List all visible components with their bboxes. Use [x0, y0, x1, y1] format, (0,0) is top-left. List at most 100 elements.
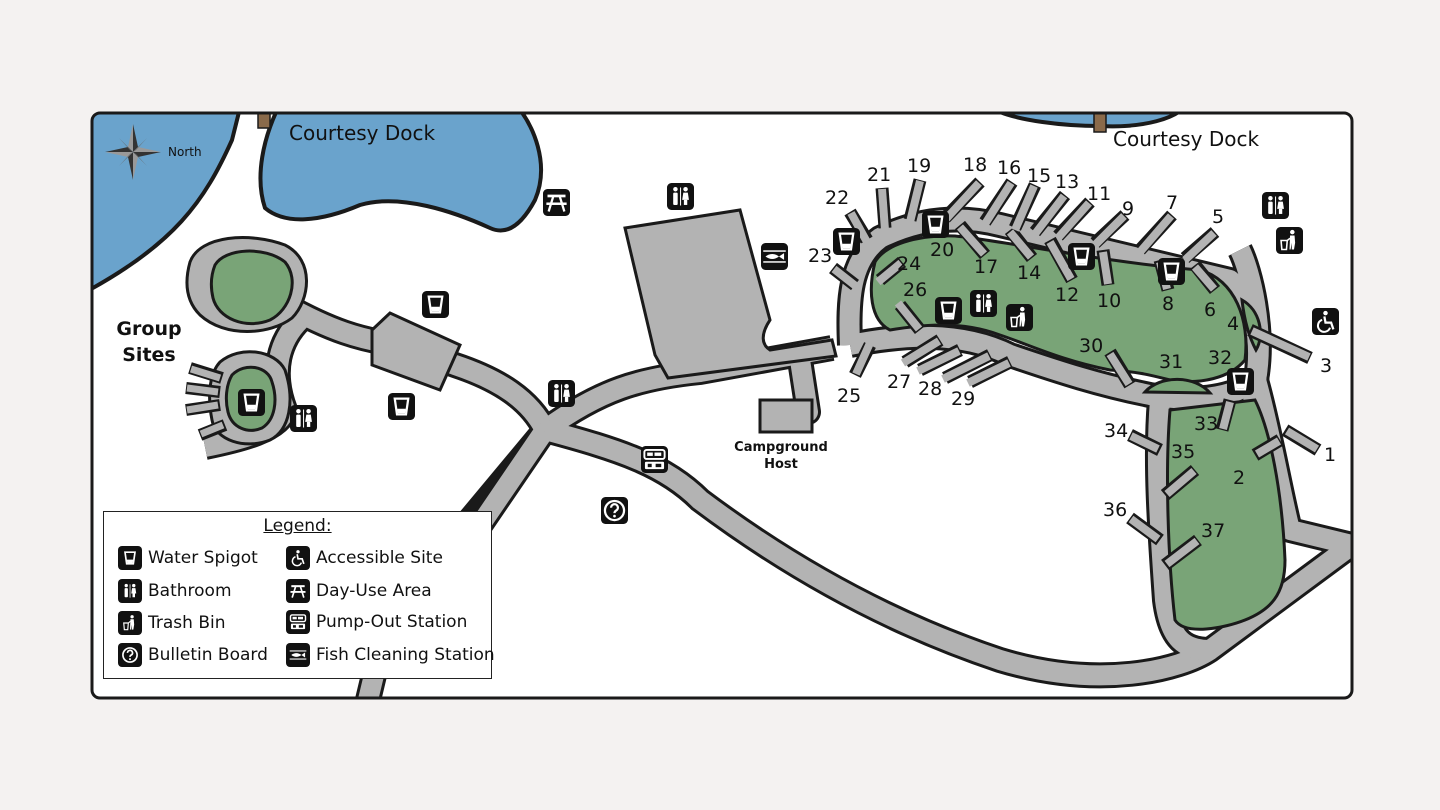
- site-number: 19: [907, 155, 931, 177]
- site-number: 18: [963, 154, 987, 176]
- site-number: 8: [1162, 293, 1174, 315]
- site-number: 5: [1212, 206, 1224, 228]
- bathroom-icon[interactable]: [548, 380, 575, 407]
- day-use-area-icon[interactable]: [543, 189, 570, 216]
- site-number: 2: [1233, 467, 1245, 489]
- trash-bin-icon: [118, 611, 142, 635]
- water-spigot-icon[interactable]: [1068, 243, 1095, 270]
- site-number: 11: [1087, 183, 1111, 205]
- bulletin-board-icon[interactable]: [601, 497, 628, 524]
- legend-label: Bulletin Board: [148, 645, 268, 665]
- legend-label: Day-Use Area: [316, 581, 432, 601]
- site-number: 29: [951, 388, 975, 410]
- fish-cleaning-station-icon[interactable]: [761, 243, 788, 270]
- group-site-grass-upper: [209, 249, 294, 326]
- fish-cleaning-station-icon: [286, 643, 310, 667]
- pump-out-station-icon: [286, 610, 310, 634]
- site-number: 24: [897, 253, 921, 275]
- bathroom-icon[interactable]: [1262, 192, 1289, 219]
- legend-item-trash-bin: Trash Bin: [118, 610, 226, 636]
- campground-host-label: Campground: [734, 440, 828, 455]
- dock-west: [257, 113, 271, 129]
- legend-label: Trash Bin: [148, 613, 226, 633]
- site-number: 17: [974, 256, 998, 278]
- bathroom-icon: [118, 579, 142, 603]
- site-number: 26: [903, 279, 927, 301]
- campground-grass-island: [1141, 377, 1214, 395]
- site-number: 9: [1122, 198, 1134, 220]
- water-spigot-icon[interactable]: [922, 211, 949, 238]
- site-number: 3: [1320, 355, 1332, 377]
- water-spigot-icon[interactable]: [1227, 368, 1254, 395]
- water-spigot-icon[interactable]: [238, 389, 265, 416]
- site-number: 20: [930, 239, 954, 261]
- water-spigot-icon[interactable]: [388, 393, 415, 420]
- site-number: 7: [1166, 192, 1178, 214]
- bathroom-icon[interactable]: [970, 290, 997, 317]
- trash-bin-icon[interactable]: [1006, 304, 1033, 331]
- site-number: 33: [1194, 413, 1218, 435]
- group-sites-label: Group: [116, 318, 181, 340]
- site-number: 21: [867, 164, 891, 186]
- bulletin-board-icon: [118, 643, 142, 667]
- site-number: 31: [1159, 351, 1183, 373]
- site-number: 12: [1055, 284, 1079, 306]
- pump-out-station-icon[interactable]: [641, 446, 668, 473]
- site-numbers: 1 2 3 4 5 6 7 8 9 10 11 12 13 14 15 16 1…: [808, 154, 1336, 542]
- dock-east: [1093, 113, 1107, 133]
- site-number: 14: [1017, 262, 1041, 284]
- legend-item-bathroom: Bathroom: [118, 578, 232, 604]
- campground-host-label-line2: Host: [764, 457, 798, 472]
- legend-label: Accessible Site: [316, 548, 443, 568]
- legend-label: Fish Cleaning Station: [316, 645, 495, 665]
- site-number: 1: [1324, 444, 1336, 466]
- site-number: 35: [1171, 441, 1195, 463]
- water-spigot-icon[interactable]: [935, 297, 962, 324]
- water-spigot-icon[interactable]: [833, 228, 860, 255]
- legend-item-day-use-area: Day-Use Area: [286, 578, 432, 604]
- site-number: 25: [837, 385, 861, 407]
- parking-lot-group: [370, 311, 462, 392]
- legend: Legend: Water Spigot Bathroom Trash Bin …: [103, 511, 495, 679]
- map-border: [90, 111, 1354, 700]
- legend-item-bulletin-board: Bulletin Board: [118, 642, 268, 668]
- site-number: 28: [918, 378, 942, 400]
- bathroom-icon[interactable]: [667, 183, 694, 210]
- compass-rose-icon: [105, 124, 161, 180]
- legend-item-pump-out-station: Pump-Out Station: [286, 609, 467, 635]
- site-number: 6: [1204, 299, 1216, 321]
- legend-item-water-spigot: Water Spigot: [118, 545, 258, 571]
- site-number: 27: [887, 371, 911, 393]
- site-number: 37: [1201, 520, 1225, 542]
- site-number: 30: [1079, 335, 1103, 357]
- water-spigot-icon: [118, 546, 142, 570]
- water-spigot-icon[interactable]: [1158, 258, 1185, 285]
- site-number: 34: [1104, 420, 1128, 442]
- campground-grass-south: [1166, 398, 1287, 631]
- trash-bin-icon[interactable]: [1276, 227, 1303, 254]
- site-number: 22: [825, 187, 849, 209]
- site-number: 13: [1055, 171, 1079, 193]
- site-number: 16: [997, 157, 1021, 179]
- site-number: 4: [1227, 313, 1239, 335]
- lake-center: [258, 113, 544, 233]
- parking-lot-main: [623, 208, 838, 380]
- legend-item-fish-cleaning-station: Fish Cleaning Station: [286, 642, 495, 668]
- site-number: 15: [1027, 165, 1051, 187]
- site-number: 10: [1097, 290, 1121, 312]
- legend-label: Pump-Out Station: [316, 612, 468, 632]
- water-spigot-icon[interactable]: [422, 291, 449, 318]
- legend-title: Legend:: [263, 516, 332, 536]
- legend-label: Water Spigot: [148, 548, 258, 568]
- legend-label: Bathroom: [148, 581, 232, 601]
- courtesy-dock-label-west: Courtesy Dock: [289, 121, 435, 145]
- site-number: 23: [808, 245, 832, 267]
- day-use-area-icon: [286, 579, 310, 603]
- host-parking: [758, 398, 814, 434]
- accessible-site-icon[interactable]: [1312, 308, 1339, 335]
- group-sites-label-line2: Sites: [122, 344, 175, 366]
- bathroom-icon[interactable]: [290, 405, 317, 432]
- compass-north-label: North: [168, 145, 202, 159]
- legend-item-accessible-site: Accessible Site: [286, 545, 443, 571]
